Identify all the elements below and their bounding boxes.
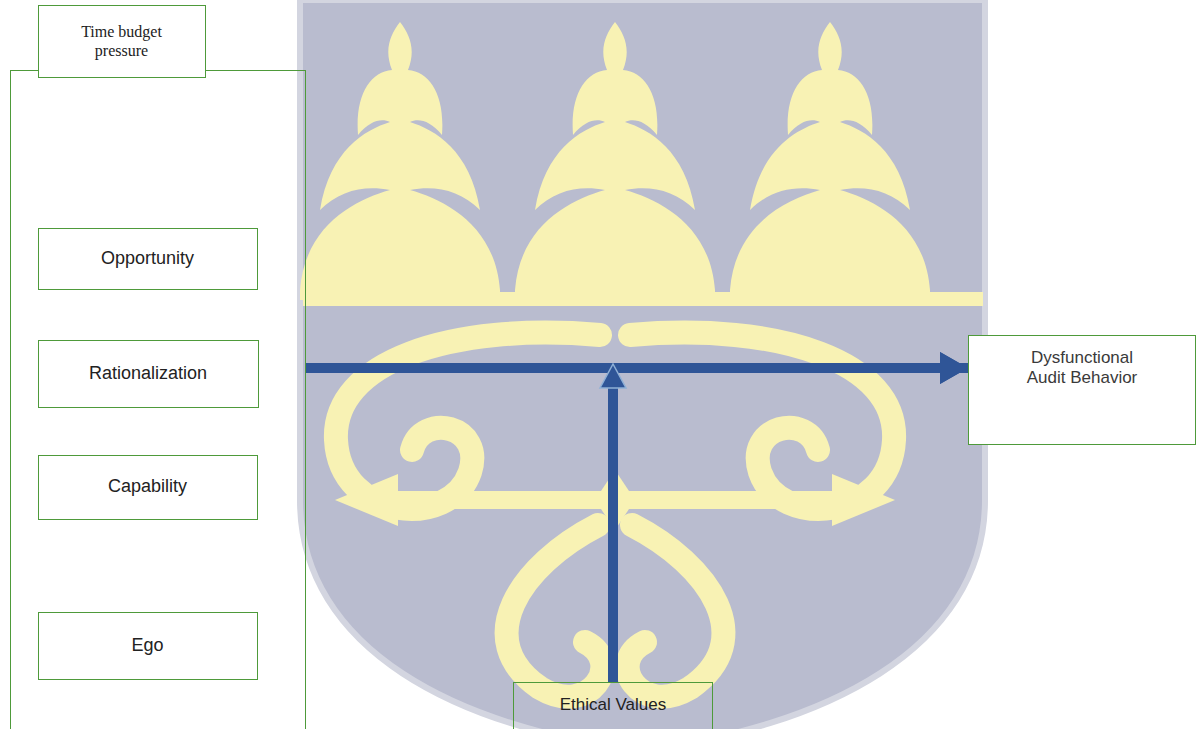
factor-box: Opportunity <box>38 228 258 290</box>
box-label: Capability <box>108 476 187 498</box>
outcome-box: Dysfunctional Audit Behavior <box>968 335 1196 445</box>
box-label: Rationalization <box>89 363 207 385</box>
box-label: Dysfunctional Audit Behavior <box>1016 348 1148 389</box>
relationship-arrow <box>613 368 968 682</box>
factor-group-box: Time budget pressureOpportunityRationali… <box>10 70 306 729</box>
factor-box: Capability <box>38 455 258 520</box>
shield-shape <box>300 0 985 729</box>
box-label: Ego <box>131 635 163 657</box>
junction-arrowhead <box>600 364 626 388</box>
tree-ornaments <box>300 22 930 300</box>
factor-box: Time budget pressure <box>38 5 206 78</box>
factor-box: Rationalization <box>38 340 259 408</box>
box-label: Ethical Values <box>560 695 666 715</box>
moderator-box: Ethical Values <box>513 682 713 729</box>
box-label: Opportunity <box>101 248 194 270</box>
box-label: Time budget pressure <box>72 22 172 60</box>
crest-bar <box>303 292 983 306</box>
factor-box: Ego <box>38 612 258 680</box>
